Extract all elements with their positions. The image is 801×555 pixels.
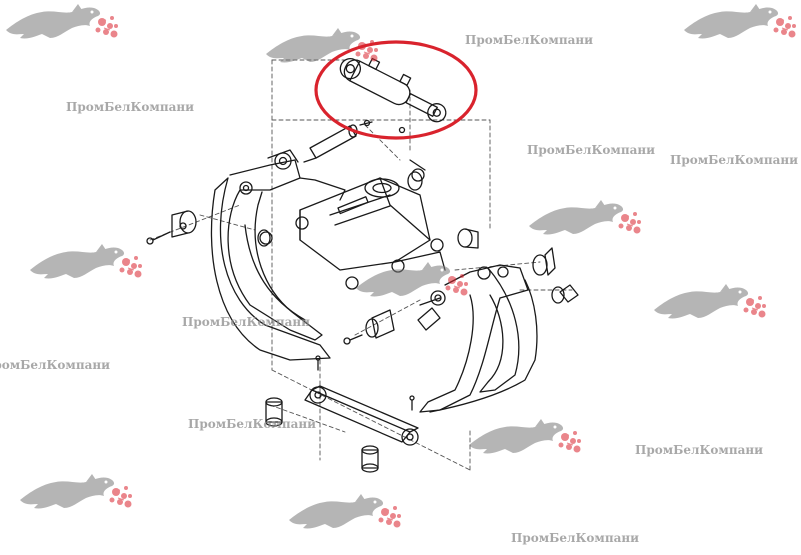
assembly-guide-lines [149,59,573,471]
pin [409,395,415,411]
bushing [365,309,395,339]
panther-logo-icon [2,0,120,48]
bushing-set [171,171,579,473]
bushing [257,229,271,247]
panther-logo-icon [16,470,134,518]
bolt-set [146,121,415,411]
panther-logo-icon [26,240,144,288]
watermark-text: ПромБелКомпани [66,100,195,114]
link-arm [304,385,419,446]
watermark-text: ПромБелКомпани [182,315,311,329]
panther-logo-icon [352,258,470,306]
bolt [343,334,363,345]
pin [315,355,321,371]
rotator-head-frame [295,159,446,273]
panther-logo-icon [465,415,583,463]
watermark-text: ПромБелКомпани [527,143,656,157]
panther-logo-icon [262,24,380,72]
panther-logo-icon [680,0,798,48]
bushing [171,210,197,238]
bolt [146,231,171,245]
bushing [551,284,579,304]
bushing [361,445,379,473]
cylinder-pin [303,119,406,163]
bushing [457,228,479,249]
hydraulic-cylinder [339,57,447,123]
watermark-text: ПромБелКомпани [188,417,317,431]
panther-logo-icon [525,196,643,244]
watermark-text: ПромБелКомпани [511,531,640,545]
right-grab-jaw [417,264,538,413]
watermark-text: ПромБелКомпани [0,358,111,372]
watermark-text: ПромБелКомпани [465,33,594,47]
highlight-ellipse [314,40,478,140]
watermark-text: ПромБелКомпани [670,153,799,167]
bushing [532,247,556,276]
watermark-text: ПромБелКомпани [635,443,764,457]
bushing [407,171,423,191]
panther-logo-icon [285,490,403,538]
pin [359,121,373,126]
left-grab-jaw [210,149,359,361]
bushing [265,397,283,427]
panther-logo-icon [650,280,768,328]
